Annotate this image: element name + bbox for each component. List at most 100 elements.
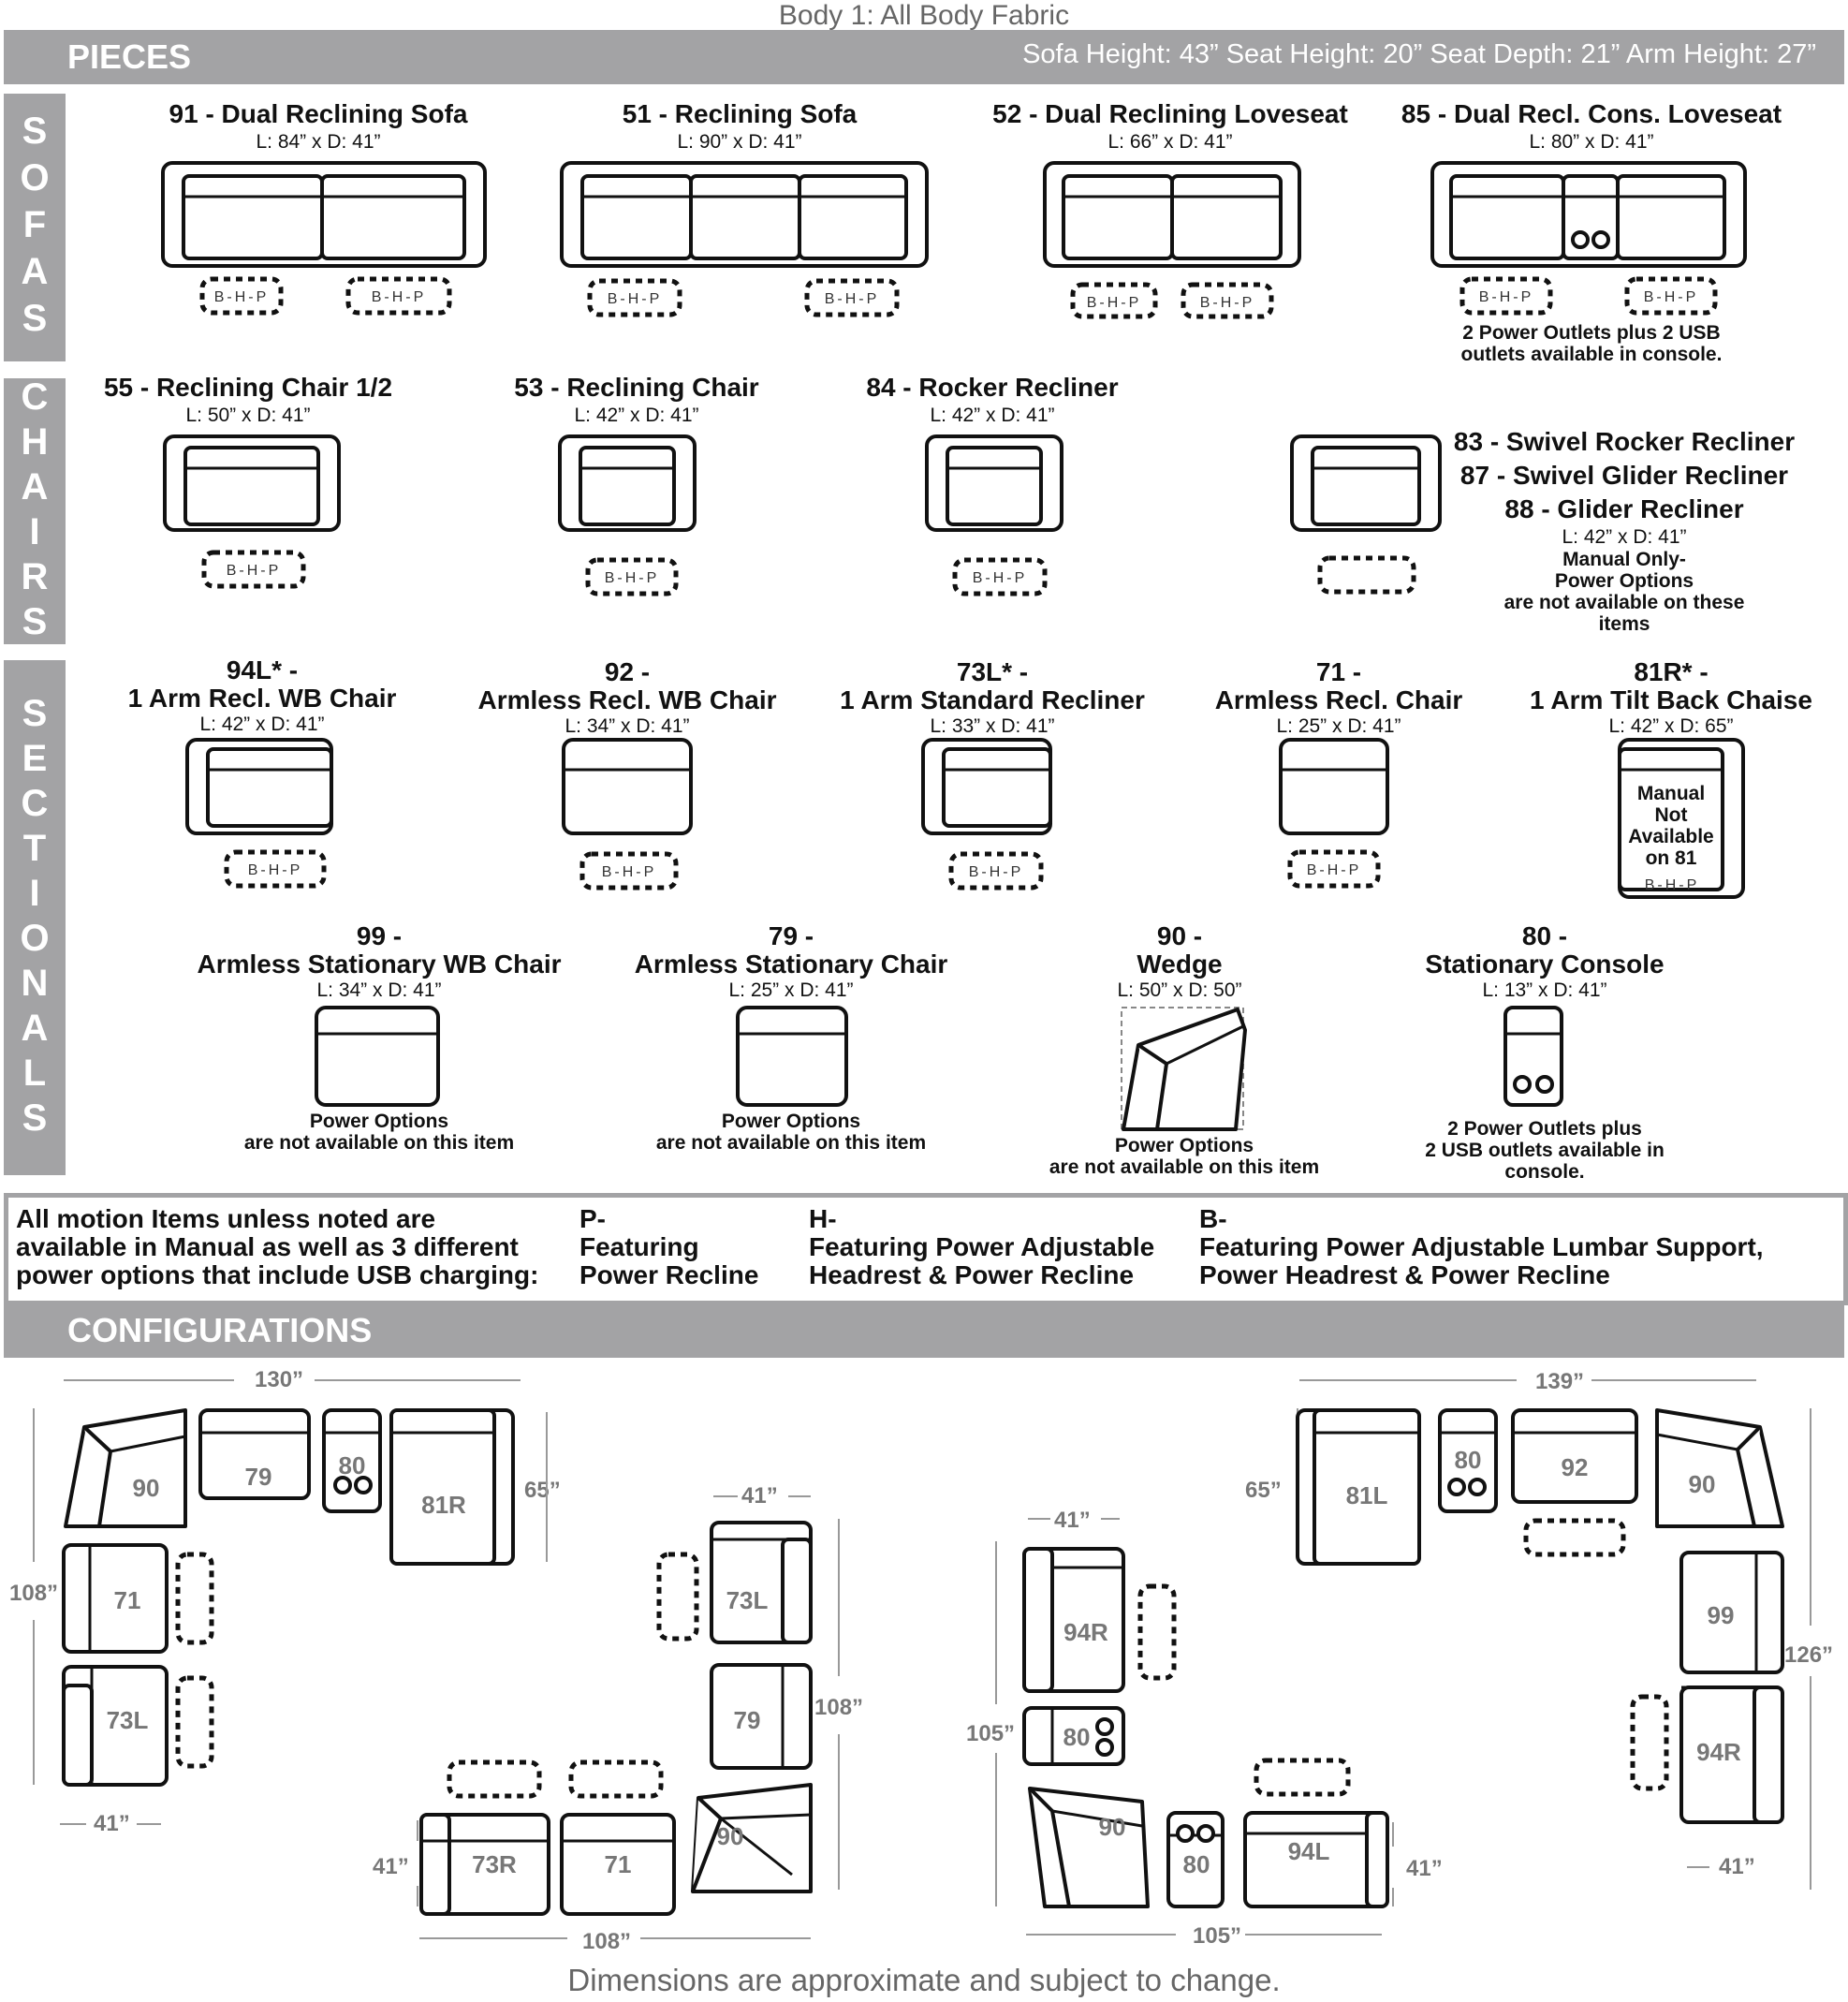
piece-label: 94L	[1288, 1837, 1330, 1865]
piece-label: 79	[734, 1706, 761, 1734]
loveseat-52-title: 52 - Dual Reclining Loveseat	[992, 99, 1348, 128]
config-mid-73r: 73R	[419, 1759, 550, 1916]
sectional-92-title: Armless Recl. WB Chair	[477, 685, 777, 714]
power-label: B-H-P	[969, 864, 1024, 880]
sectional-80-title: Stationary Console	[1425, 949, 1665, 979]
power-label: B-H-P	[227, 563, 282, 579]
pieces-header-bar: PIECES Sofa Height: 43” Seat Height: 20”…	[4, 30, 1844, 84]
piece-label: 71	[605, 1850, 632, 1878]
power-label: B-H-P	[372, 289, 427, 305]
config-right-bottom-right-2: 41”	[1406, 1856, 1443, 1881]
config-mid-right: 108”	[814, 1695, 864, 1720]
piece-label: 79	[245, 1463, 272, 1491]
config-left-width: 130”	[255, 1367, 304, 1392]
piece-label: 73L	[726, 1586, 769, 1614]
config-left-bottom: 41”	[94, 1811, 130, 1836]
chair-53-title: 53 - Reclining Chair	[514, 373, 759, 402]
config-mid-90: 90	[691, 1783, 813, 1893]
sectional-79-note-2: are not available on this item	[655, 1132, 927, 1154]
config-left-depth-right: 65”	[524, 1478, 561, 1503]
config-right-94r-left: 94R	[1022, 1547, 1177, 1693]
piece-label: 90	[717, 1822, 744, 1850]
chair-84-drawing: B-H-P	[925, 434, 1063, 596]
config-right-81l: 81L	[1296, 1408, 1421, 1566]
sectional-71-drawing: B-H-P	[1279, 738, 1389, 889]
sectional-80-note-2: 2 USB outlets available in	[1425, 1140, 1665, 1161]
power-label: B-H-P	[1307, 862, 1362, 878]
config-right-80-bottom: 80	[1166, 1811, 1225, 1908]
sectional-73l-title: 1 Arm Standard Recliner	[840, 685, 1145, 714]
sectional-71-code: 71 -	[1315, 657, 1362, 686]
chair-87-title: 87 - Swivel Glider Recliner	[1459, 461, 1789, 490]
sectional-94l-code: 94L* -	[226, 655, 299, 685]
config-right-90-bottom: 90	[1028, 1787, 1150, 1908]
power-label: B-H-P	[1479, 289, 1534, 305]
config-mid-73l: 73L	[656, 1521, 813, 1644]
sectional-79-dims: L: 25” x D: 41”	[728, 979, 854, 1001]
config-right-99: 99	[1679, 1551, 1784, 1674]
loveseat-52-drawing: B-H-P B-H-P	[1043, 161, 1301, 319]
config-left-80: 80	[322, 1408, 382, 1513]
sofa-51-dims: L: 90” x D: 41”	[677, 131, 802, 153]
sectional-80-code: 80 -	[1521, 921, 1568, 950]
chair-83-title: 83 - Swivel Rocker Recliner	[1453, 427, 1796, 456]
chair-83-note-4: items	[1598, 613, 1650, 635]
config-right-depth-left: 65”	[1245, 1478, 1282, 1503]
piece-label: 80	[339, 1451, 366, 1479]
config-mid-79: 79	[710, 1663, 813, 1770]
chairs-side-label: CHAIRS	[4, 376, 66, 646]
sectional-90-note-1: Power Options	[1114, 1135, 1254, 1156]
sectional-94l-drawing: B-H-P	[185, 738, 333, 889]
sectional-71-title: Armless Recl. Chair	[1214, 685, 1463, 714]
chair-83-87-88-drawing	[1290, 434, 1442, 595]
loveseat-85-title: 85 - Dual Recl. Cons. Loveseat	[1401, 99, 1782, 128]
sectional-99-dims: L: 34” x D: 41”	[316, 979, 442, 1001]
chair-55-title: 55 - Reclining Chair 1/2	[103, 373, 393, 402]
config-right-bottom-right: 41”	[1719, 1854, 1755, 1879]
sectional-90-dims: L: 50” x D: 50”	[1117, 979, 1242, 1001]
sectional-94l-dims: L: 42” x D: 41”	[199, 714, 325, 735]
piece-label: 99	[1708, 1601, 1735, 1629]
piece-label: 73L	[107, 1706, 149, 1734]
chair-84-dims: L: 42” x D: 41”	[930, 405, 1055, 426]
config-left-71: 71	[62, 1543, 214, 1654]
power-label: B-H-P	[214, 289, 270, 305]
config-right-bottom: 105”	[1193, 1923, 1242, 1949]
sectional-80-note-3: console.	[1504, 1161, 1585, 1183]
chair-83-note-1: Manual Only-	[1562, 549, 1686, 570]
config-left-79: 79	[198, 1408, 311, 1500]
sectional-99-note-2: are not available on this item	[243, 1132, 515, 1154]
sectional-90-drawing	[1121, 1007, 1247, 1131]
sofa-91-dims: L: 84” x D: 41”	[256, 131, 381, 153]
sectional-90-note-2: are not available on this item	[1049, 1156, 1320, 1178]
sectional-92-code: 92 -	[604, 657, 651, 686]
sofa-91-drawing: B-H-P B-H-P	[161, 161, 487, 316]
sectional-80-note-1: 2 Power Outlets plus	[1447, 1118, 1642, 1140]
sectional-99-code: 99 -	[356, 921, 403, 950]
config-mid-71: 71	[560, 1759, 676, 1916]
sectional-73l-drawing: B-H-P	[921, 738, 1052, 891]
sectional-81r-dims: L: 42” x D: 65”	[1608, 715, 1734, 737]
sectional-79-note-1: Power Options	[721, 1111, 861, 1132]
sectional-79-code: 79 -	[768, 921, 814, 950]
sectional-79-drawing	[736, 1006, 848, 1107]
loveseat-52-dims: L: 66” x D: 41”	[1107, 131, 1233, 153]
footer-note: Dimensions are approximate and subject t…	[567, 1963, 1281, 1997]
sectional-80-dims: L: 13” x D: 41”	[1482, 979, 1607, 1001]
chair-83-dims: L: 42” x D: 41”	[1562, 526, 1687, 548]
piece-label: 80	[1455, 1446, 1482, 1474]
power-label: B-H-P	[1200, 295, 1255, 311]
config-left-90: 90	[64, 1408, 187, 1528]
piece-label: 81R	[421, 1491, 466, 1519]
config-left-73l: 73L	[62, 1665, 214, 1787]
chair-53-dims: L: 42” x D: 41”	[574, 405, 699, 426]
config-right-90: 90	[1655, 1408, 1784, 1528]
config-mid-top: 41”	[741, 1483, 778, 1509]
sectional-90-title: Wedge	[1137, 949, 1223, 979]
sofas-side-label: SOFAS	[4, 94, 66, 361]
config-right-left-side: 105”	[966, 1721, 1016, 1746]
